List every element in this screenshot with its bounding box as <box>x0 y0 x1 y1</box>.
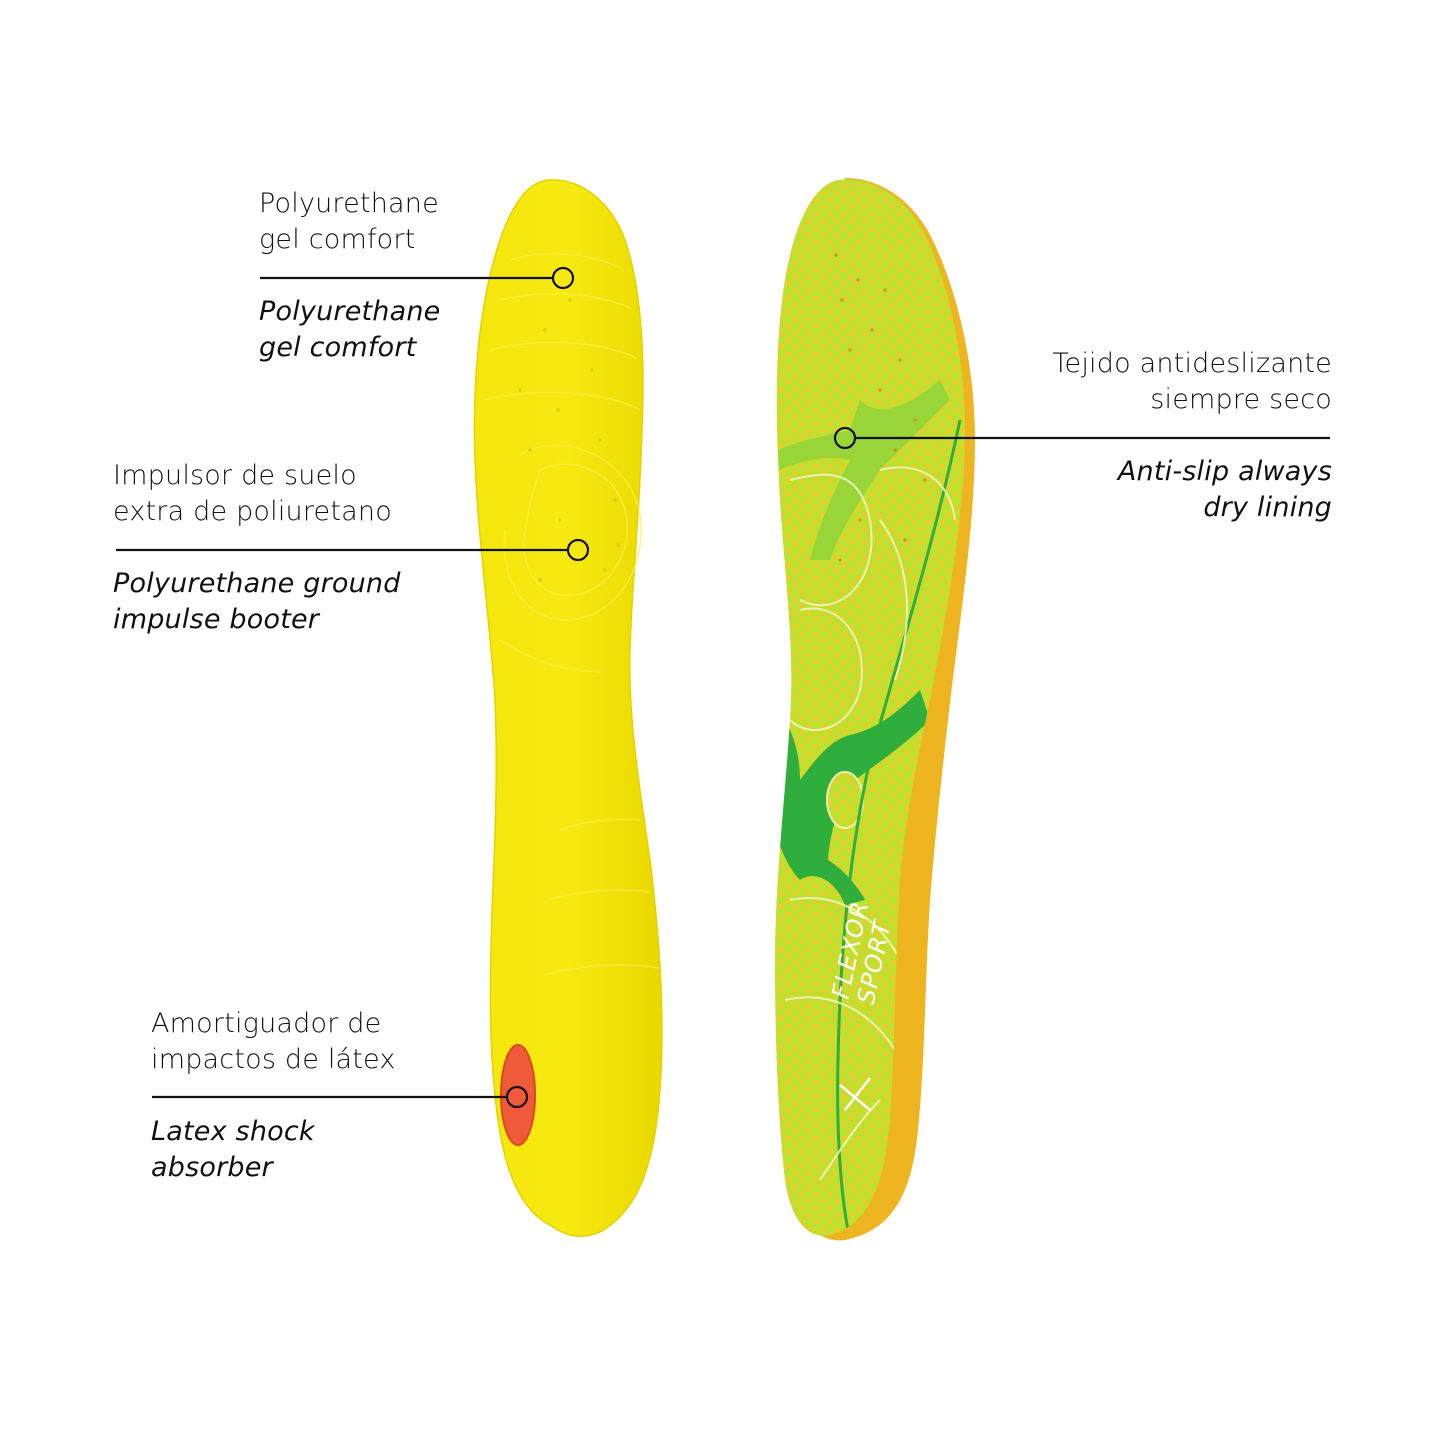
marker-gel-comfort <box>551 266 575 290</box>
callout-anti-slip-en: Anti-slip always dry lining <box>1117 456 1332 523</box>
right-insole: FLEXOR SPORT <box>775 178 975 1241</box>
callout-latex-shock-es: Amortiguador de impactos de látex <box>151 1008 396 1075</box>
callout-ground-impulse-es: Impulsor de suelo extra de poliuretano <box>113 460 392 527</box>
callout-gel-comfort-en: Polyurethane gel comfort <box>259 296 441 363</box>
marker-latex-shock <box>505 1085 529 1109</box>
marker-anti-slip <box>833 426 857 450</box>
leader-lines <box>116 266 1330 1109</box>
latex-pad <box>500 1044 536 1146</box>
left-insole <box>473 179 663 1237</box>
callout-gel-comfort-es: Polyurethane gel comfort <box>259 188 439 255</box>
brand-mark-icon <box>839 1077 871 1111</box>
callout-latex-shock-en: Latex shock absorber <box>151 1116 315 1183</box>
marker-ground-impulse <box>566 538 590 562</box>
callout-anti-slip-es: Tejido antideslizante siempre seco <box>1052 348 1332 415</box>
callout-ground-impulse-en: Polyurethane ground impulse booter <box>113 568 401 635</box>
